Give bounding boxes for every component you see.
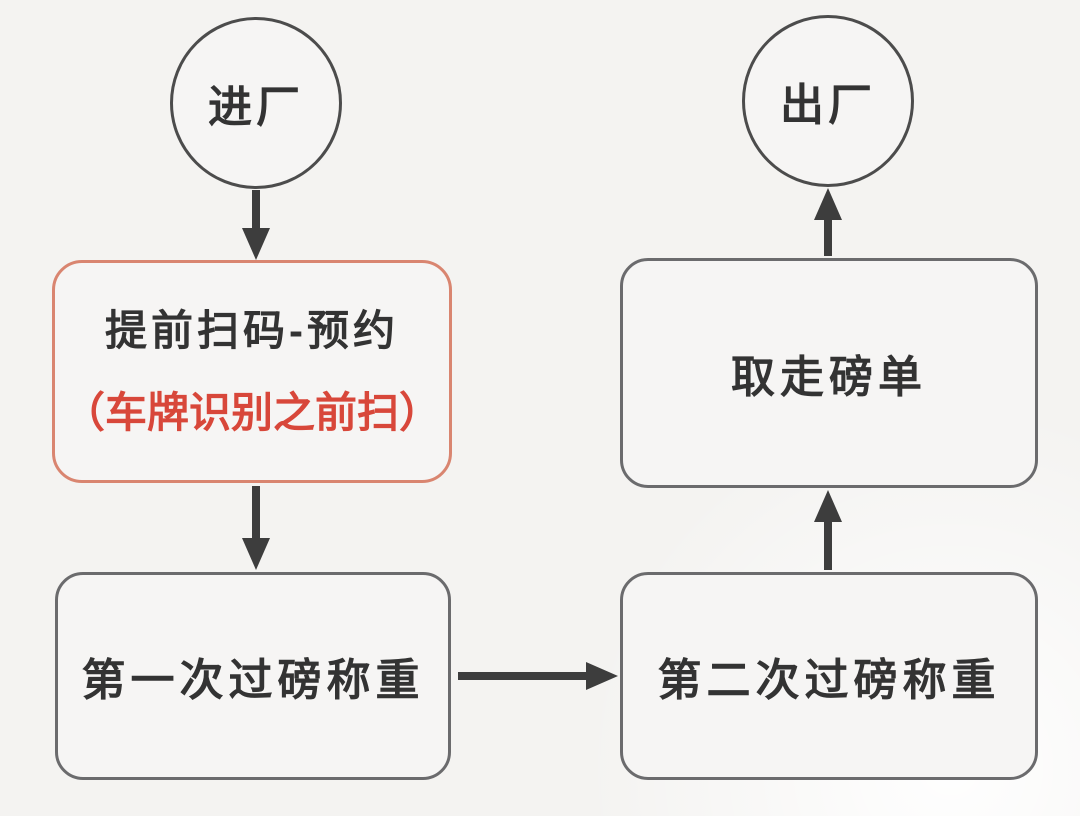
node-scan-title: 提前扫码-预约 bbox=[105, 306, 399, 354]
node-exit-factory: 出厂 bbox=[742, 15, 914, 187]
node-enter-factory: 进厂 bbox=[170, 17, 342, 189]
node-first-weighing: 第一次过磅称重 bbox=[55, 572, 451, 780]
node-take-weight-slip: 取走磅单 bbox=[620, 258, 1038, 488]
arrow-slip-to-exit bbox=[814, 188, 842, 256]
arrow-weigh1-to-weigh2 bbox=[458, 662, 618, 690]
node-scan-reserve: 提前扫码-预约 （车牌识别之前扫） bbox=[52, 260, 452, 483]
node-second-weighing: 第二次过磅称重 bbox=[620, 572, 1038, 780]
node-second-weighing-label: 第二次过磅称重 bbox=[657, 656, 1001, 705]
arrow-scan-to-weigh1 bbox=[242, 486, 270, 570]
node-enter-label: 进厂 bbox=[208, 83, 304, 132]
arrow-enter-to-scan bbox=[242, 190, 270, 260]
node-exit-label: 出厂 bbox=[780, 81, 876, 130]
node-first-weighing-label: 第一次过磅称重 bbox=[81, 656, 425, 705]
node-take-weight-slip-label: 取走磅单 bbox=[731, 353, 927, 402]
node-scan-note: （车牌识别之前扫） bbox=[62, 388, 441, 436]
arrow-weigh2-to-slip bbox=[814, 490, 842, 570]
